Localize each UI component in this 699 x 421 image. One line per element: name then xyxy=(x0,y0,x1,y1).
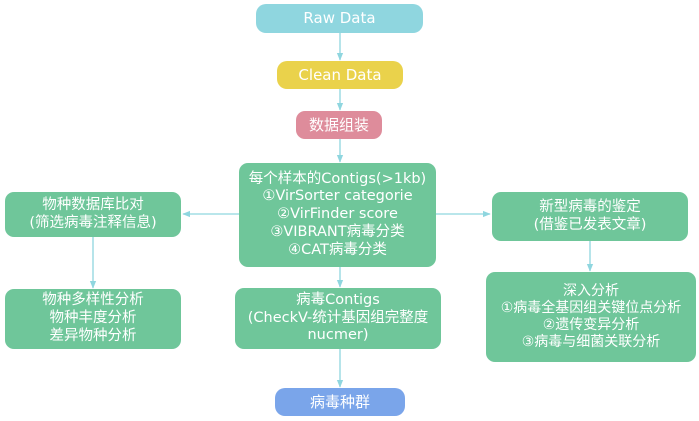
raw-data-node: Raw Data xyxy=(256,4,423,33)
contigs-title: 每个样本的Contigs(>1kb) xyxy=(248,170,427,187)
contigs-item: ②VirFinder score xyxy=(277,206,398,223)
virus-population-node: 病毒种群 xyxy=(275,388,405,416)
clean-data-node: Clean Data xyxy=(277,61,403,89)
contigs-item: ④CAT病毒分类 xyxy=(288,241,387,258)
deep-analysis-item: ②遗传变异分析 xyxy=(542,317,640,333)
assembly-node: 数据组装 xyxy=(296,111,382,139)
contigs-item: ①VirSorter categorie xyxy=(262,188,413,205)
assembly-label: 数据组装 xyxy=(308,115,369,134)
novel-virus-node: 新型病毒的鉴定 (借鉴已发表文章) xyxy=(492,192,688,241)
novel-virus-line: 新型病毒的鉴定 xyxy=(539,198,641,215)
contigs-item: ③VIBRANT病毒分类 xyxy=(270,223,405,240)
virus-contigs-node: 病毒Contigs (CheckV-统计基因组完整度 nucmer) xyxy=(235,288,441,349)
diversity-node: 物种多样性分析 物种丰度分析 差异物种分析 xyxy=(5,289,181,349)
novel-virus-line: (借鉴已发表文章) xyxy=(533,216,647,233)
virus-contigs-line: nucmer) xyxy=(307,327,369,344)
database-compare-line: 物种数据库比对 xyxy=(42,196,144,213)
virus-contigs-line: (CheckV-统计基因组完整度 xyxy=(247,309,429,326)
diversity-line: 差异物种分析 xyxy=(49,327,137,344)
clean-data-label: Clean Data xyxy=(298,65,382,84)
deep-analysis-title: 深入分析 xyxy=(563,282,619,299)
virus-contigs-line: 病毒Contigs xyxy=(296,291,380,308)
diversity-line: 物种多样性分析 xyxy=(42,292,144,309)
deep-analysis-item: ①病毒全基因组关键位点分析 xyxy=(500,299,682,316)
database-compare-line: (筛选病毒注释信息) xyxy=(29,214,157,231)
raw-data-label: Raw Data xyxy=(303,9,376,28)
virus-population-label: 病毒种群 xyxy=(309,392,370,411)
deep-analysis-item: ③病毒与细菌关联分析 xyxy=(521,334,661,351)
database-compare-node: 物种数据库比对 (筛选病毒注释信息) xyxy=(5,192,181,237)
contigs-node: 每个样本的Contigs(>1kb) ①VirSorter categorie … xyxy=(239,163,436,267)
diversity-line: 物种丰度分析 xyxy=(49,310,137,327)
deep-analysis-node: 深入分析 ①病毒全基因组关键位点分析 ②遗传变异分析 ③病毒与细菌关联分析 xyxy=(486,272,696,362)
